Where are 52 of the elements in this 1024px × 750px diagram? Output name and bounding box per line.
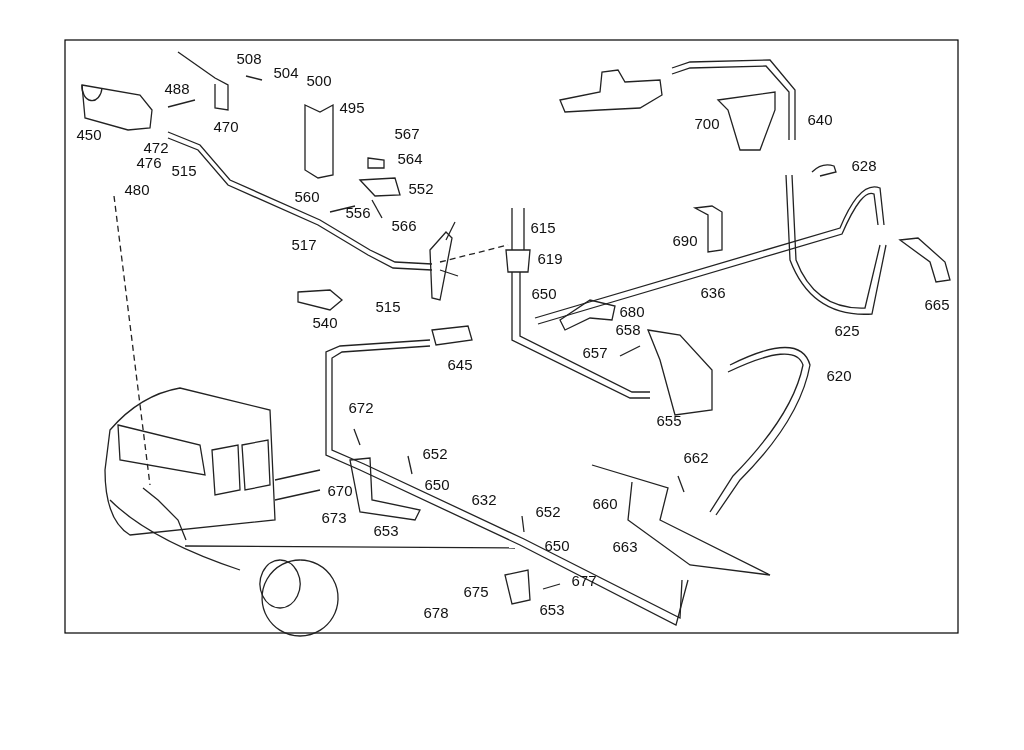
callout-number: 700 — [694, 115, 720, 131]
callout-number: 670 — [327, 482, 353, 498]
callout-number: 504 — [273, 64, 299, 80]
callout-number: 672 — [348, 399, 374, 415]
callout-number: 677 — [571, 572, 597, 588]
callout-number: 663 — [612, 538, 638, 554]
callout-number: 657 — [582, 344, 608, 360]
callout-number: 645 — [447, 356, 473, 372]
callout-number: 560 — [294, 188, 320, 204]
callout-number: 480 — [124, 181, 150, 197]
callout-number: 564 — [397, 150, 423, 166]
callout-number: 488 — [164, 80, 190, 96]
callout-number: 566 — [391, 217, 417, 233]
callout-number: 653 — [539, 601, 565, 617]
callout-number: 636 — [700, 284, 726, 300]
callout-number: 632 — [471, 491, 497, 507]
callout-number: 495 — [339, 99, 365, 115]
callout-number: 652 — [422, 445, 448, 461]
callout-number: 640 — [807, 111, 833, 127]
callout-number: 620 — [826, 367, 852, 383]
callout-number: 653 — [373, 522, 399, 538]
callout-number: 678 — [423, 604, 449, 620]
callout-number: 625 — [834, 322, 860, 338]
callout-number: 665 — [924, 296, 950, 312]
callout-number: 662 — [683, 449, 709, 465]
callout-number: 658 — [615, 321, 641, 337]
callout-number: 515 — [375, 298, 401, 314]
callout-number: 517 — [291, 236, 317, 252]
callout-number: 650 — [544, 537, 570, 553]
callout-number: 660 — [592, 495, 618, 511]
callout-number: 470 — [213, 118, 239, 134]
callout-number: 476 — [136, 154, 162, 170]
callout-number: 552 — [408, 180, 434, 196]
callout-number: 650 — [531, 285, 557, 301]
callout-number: 655 — [656, 412, 682, 428]
callout-number: 540 — [312, 314, 338, 330]
callout-number: 675 — [463, 583, 489, 599]
callout-number: 508 — [236, 50, 262, 66]
callout-number: 652 — [535, 503, 561, 519]
callout-number: 567 — [394, 125, 420, 141]
callout-number: 500 — [306, 72, 332, 88]
callout-number: 680 — [619, 303, 645, 319]
callout-number: 515 — [171, 162, 197, 178]
callout-number: 450 — [76, 126, 102, 142]
callout-number: 690 — [672, 232, 698, 248]
callout-number: 673 — [321, 509, 347, 525]
callout-number: 619 — [537, 250, 563, 266]
callout-number: 650 — [424, 476, 450, 492]
callout-number: 628 — [851, 157, 877, 173]
callout-number: 556 — [345, 204, 371, 220]
callout-number: 615 — [530, 219, 556, 235]
callout-number: 472 — [143, 139, 169, 155]
